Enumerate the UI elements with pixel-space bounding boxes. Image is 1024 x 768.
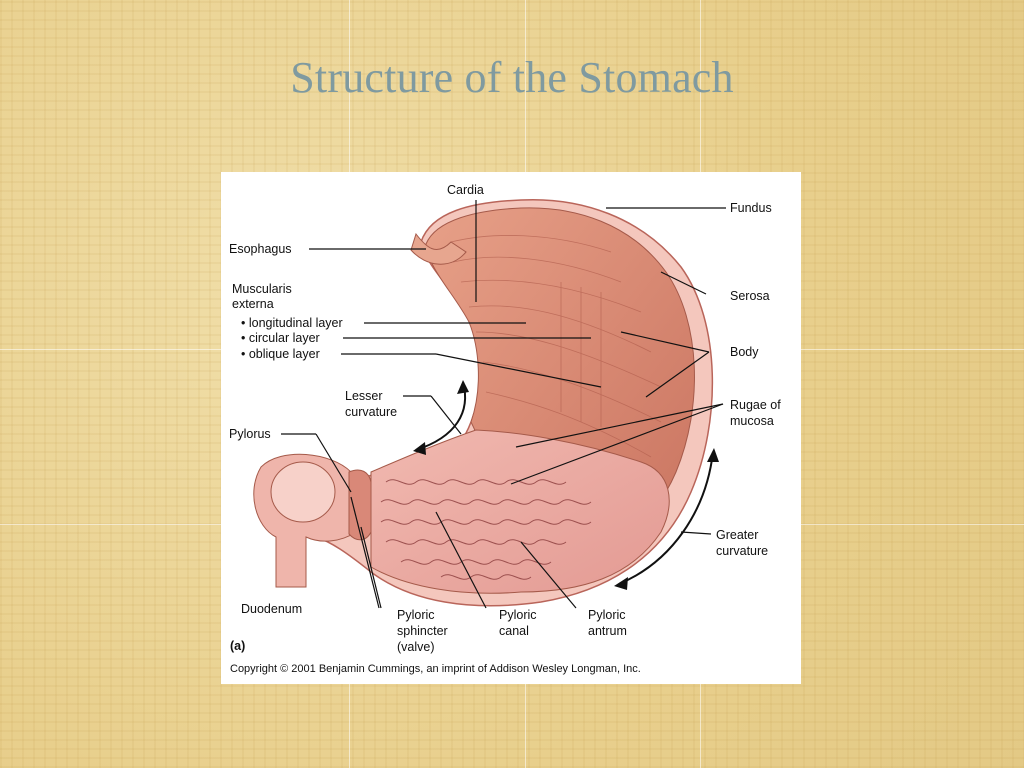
label-pylorus: Pylorus: [229, 427, 271, 441]
mucosa-region: [370, 429, 670, 594]
esophagus: [410, 232, 467, 265]
label-pyloric-sphincter-3: (valve): [397, 640, 435, 654]
label-greater-curvature-1: Greater: [716, 528, 758, 542]
stomach-diagram: Cardia Fundus Esophagus Muscularis exter…: [229, 183, 781, 675]
arrowhead: [707, 448, 719, 462]
label-cardia: Cardia: [447, 183, 484, 197]
label-esophagus: Esophagus: [229, 242, 292, 256]
label-body: Body: [730, 345, 759, 359]
label-pyloric-antrum-1: Pyloric: [588, 608, 626, 622]
panel-letter: (a): [230, 639, 245, 653]
arrowhead: [614, 577, 628, 590]
label-serosa: Serosa: [730, 289, 770, 303]
slide-title: Structure of the Stomach: [290, 53, 734, 102]
label-fundus: Fundus: [730, 201, 772, 215]
label-muscularis-2: externa: [232, 297, 274, 311]
muscle-fibers: [450, 235, 662, 458]
label-pyloric-sphincter-1: Pyloric: [397, 608, 435, 622]
label-muscularis-1: Muscularis: [232, 282, 292, 296]
label-longitudinal-layer: • longitudinal layer: [241, 316, 343, 330]
label-lesser-curvature-2: curvature: [345, 405, 397, 419]
label-rugae-2: mucosa: [730, 414, 774, 428]
copyright-notice: Copyright © 2001 Benjamin Cummings, an i…: [230, 663, 641, 675]
pyloric-sphincter: [348, 469, 372, 541]
label-greater-curvature-2: curvature: [716, 544, 768, 558]
label-pyloric-antrum-2: antrum: [588, 624, 627, 638]
arrowhead: [457, 380, 469, 394]
label-pyloric-canal-2: canal: [499, 624, 529, 638]
label-duodenum: Duodenum: [241, 602, 302, 616]
duodenum-opening: [270, 461, 336, 523]
arrowhead: [413, 442, 426, 455]
label-circular-layer: • circular layer: [241, 331, 320, 345]
stomach-diagram-panel: Cardia Fundus Esophagus Muscularis exter…: [221, 172, 801, 684]
leader-lines: [281, 200, 726, 609]
rugae-folds: [380, 479, 592, 580]
label-pyloric-canal-1: Pyloric: [499, 608, 537, 622]
label-oblique-layer: • oblique layer: [241, 347, 320, 361]
label-pyloric-sphincter-2: sphincter: [397, 624, 448, 638]
label-lesser-curvature-1: Lesser: [345, 389, 383, 403]
label-rugae-1: Rugae of: [730, 398, 781, 412]
